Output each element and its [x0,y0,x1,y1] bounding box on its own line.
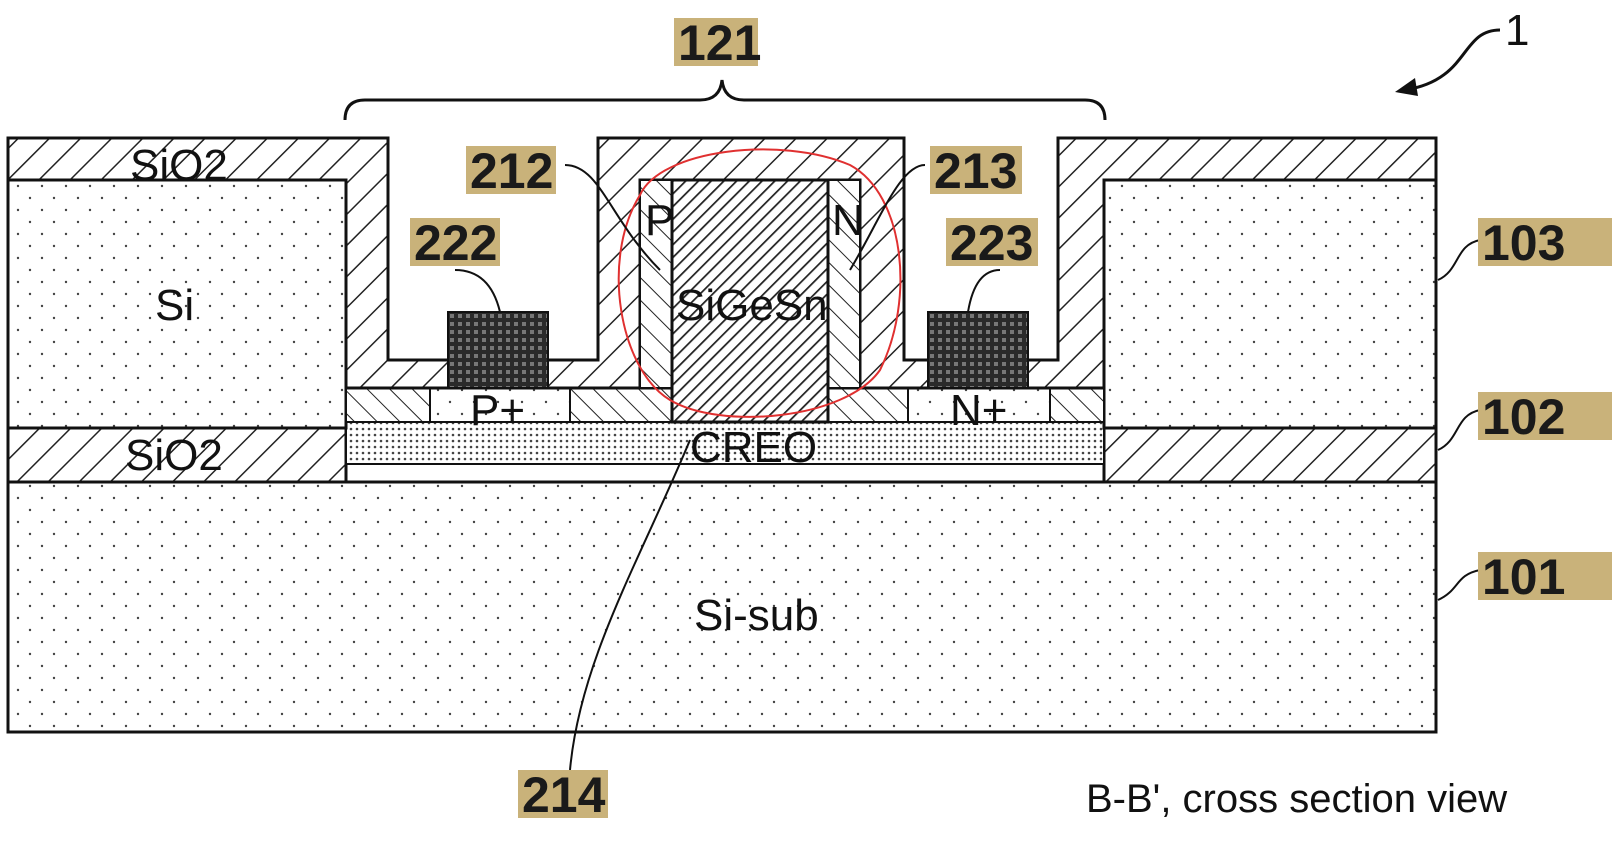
tag-102: 102 [1482,389,1565,445]
tag-101: 101 [1482,549,1565,605]
tag-213-bg [930,146,1022,194]
label-n-plus: N+ [950,386,1007,435]
label-si-sub: Si-sub [694,591,819,640]
tag-222-bg [410,218,500,266]
label-sio2-top: SiO2 [130,141,228,190]
tag-214: 214 [522,767,606,823]
label-sigesn: SiGeSn [676,281,828,330]
leader-214 [569,439,691,771]
tag-101-bg [1478,552,1612,600]
leader-103 [1437,239,1481,281]
tag-102-bg [1478,392,1612,440]
tag-121: 121 [678,15,761,71]
si-left-block [6,178,348,430]
contact-222 [447,311,549,389]
tag-212: 212 [470,143,553,199]
leader-102 [1437,409,1481,451]
figure-caption: B-B', cross section view [1086,777,1507,821]
label-p-plus: P+ [470,386,525,435]
leader-222 [454,269,501,313]
tag-223: 223 [950,215,1033,271]
leader-223 [967,269,1001,313]
brace-121 [343,79,1107,121]
label-creo: CREO [690,423,817,472]
contact-223 [927,311,1029,389]
tag-222: 222 [414,215,497,271]
label-p: P [645,196,674,245]
si-substrate-layer [6,480,1438,734]
leader-101 [1437,569,1481,601]
figure-number: 1 [1505,6,1529,55]
annotation-circle [617,148,902,418]
sio2-bottom-right [1102,426,1438,484]
sigesn-core [670,178,830,424]
si-right-block [1102,178,1438,430]
tag-103-bg [1478,218,1612,266]
n-plus-region [907,387,1051,423]
leader-212 [564,164,661,271]
label-n: N [832,196,864,245]
figure-arrowhead [1395,78,1418,96]
tag-213: 213 [934,143,1017,199]
tag-214-bg [518,770,608,818]
leader-213 [849,164,926,271]
tag-223-bg [946,218,1038,266]
tag-121-bg [674,18,758,66]
p-plus-region [429,387,571,423]
sio2-bottom-left [6,426,348,484]
label-sio2-bottom: SiO2 [125,431,223,480]
label-si: Si [155,281,194,330]
tag-212-bg [466,146,556,194]
tag-103: 103 [1482,215,1565,271]
figure-arrow [1404,28,1501,92]
